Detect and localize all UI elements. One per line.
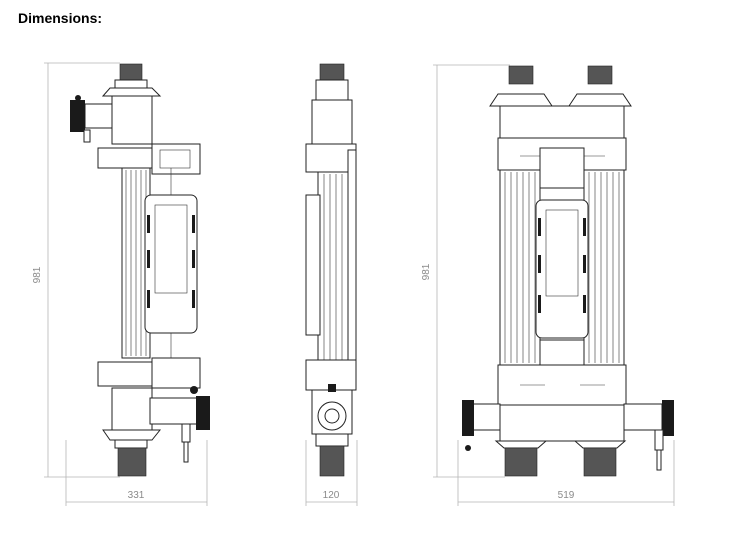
double-inlet-fitting	[462, 400, 474, 436]
double-bottom-cap-right	[583, 447, 617, 477]
front-height-dimension: 981	[32, 62, 120, 478]
double-outlet-fitting	[662, 400, 674, 436]
outlet-fitting	[196, 396, 210, 430]
side-width-label: 120	[323, 490, 340, 501]
double-width-label: 519	[558, 490, 575, 501]
page-title: Dimensions:	[18, 10, 103, 26]
double-height-dimension: 981	[421, 64, 510, 478]
bottom-cap	[117, 447, 147, 477]
front-width-label: 331	[128, 490, 145, 501]
front-height-label: 981	[32, 266, 43, 283]
front-view: 981 331	[32, 62, 210, 506]
side-width-dimension: 120	[305, 440, 358, 506]
double-control-box	[535, 199, 589, 339]
double-width-dimension: 519	[457, 440, 675, 506]
double-fins	[504, 172, 620, 363]
control-box	[144, 194, 198, 334]
inlet-fitting	[70, 100, 85, 132]
top-cap	[119, 63, 143, 83]
double-view: 981 519	[421, 64, 675, 506]
double-bottom-cap-left	[504, 447, 538, 477]
front-width-dimension: 331	[65, 440, 208, 506]
double-height-label: 981	[421, 263, 432, 280]
side-view: 120	[305, 63, 358, 506]
